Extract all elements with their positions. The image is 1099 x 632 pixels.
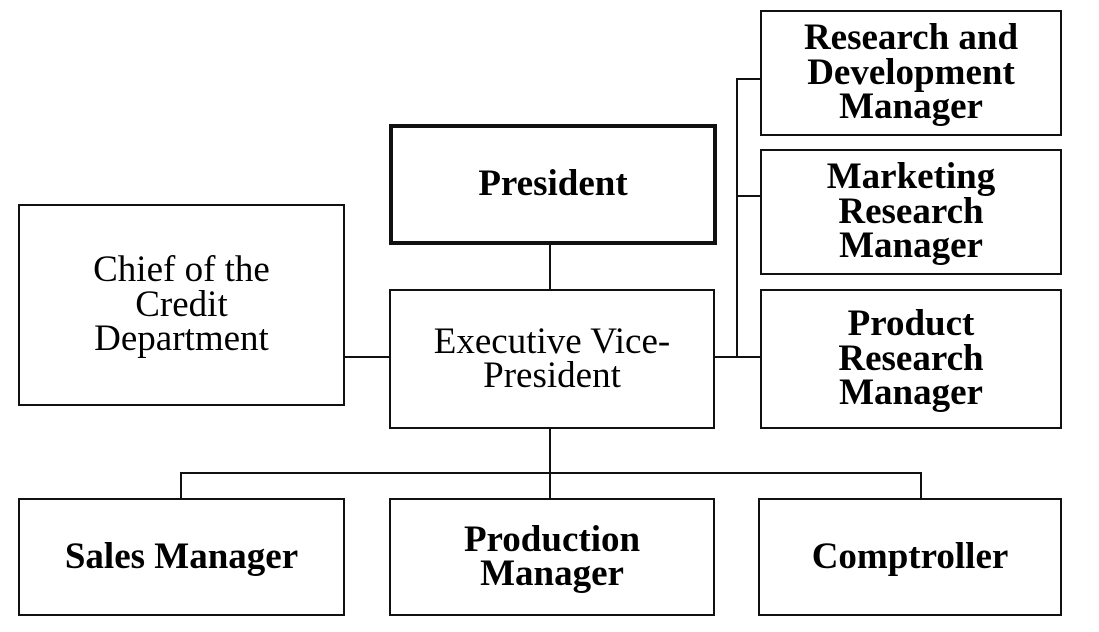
sales-manager-label: Sales Manager <box>64 535 299 577</box>
executive-vp-label: Executive Vice- President <box>433 320 671 396</box>
production-manager-label: Production Manager <box>463 518 641 594</box>
connector-rd <box>736 78 762 80</box>
connector-credit-evp <box>343 356 391 358</box>
president-box: President <box>389 124 717 245</box>
connector-comptroller <box>920 472 922 500</box>
comptroller-box: Comptroller <box>758 498 1062 616</box>
connector-right-vertical <box>736 78 738 358</box>
chief-credit-label: Chief of the Credit Department <box>93 249 270 360</box>
chief-credit-box: Chief of the Credit Department <box>18 204 345 406</box>
rd-manager-box: Research and Development Manager <box>760 10 1062 136</box>
rd-manager-label: Research and Development Manager <box>803 17 1019 128</box>
marketing-research-manager-box: Marketing Research Manager <box>760 149 1062 275</box>
connector-sales <box>180 472 182 500</box>
connector-president-evp <box>549 243 551 290</box>
production-manager-box: Production Manager <box>389 498 715 616</box>
comptroller-label: Comptroller <box>811 535 1009 577</box>
marketing-research-manager-label: Marketing Research Manager <box>826 156 996 267</box>
connector-marketing <box>736 195 762 197</box>
connector-bottom-horizontal <box>180 472 922 474</box>
executive-vp-box: Executive Vice- President <box>389 289 715 429</box>
product-research-manager-box: Product Research Manager <box>760 289 1062 429</box>
president-label: President <box>478 163 628 205</box>
product-research-manager-label: Product Research Manager <box>838 303 984 414</box>
sales-manager-box: Sales Manager <box>18 498 345 616</box>
connector-evp-down <box>549 428 551 500</box>
